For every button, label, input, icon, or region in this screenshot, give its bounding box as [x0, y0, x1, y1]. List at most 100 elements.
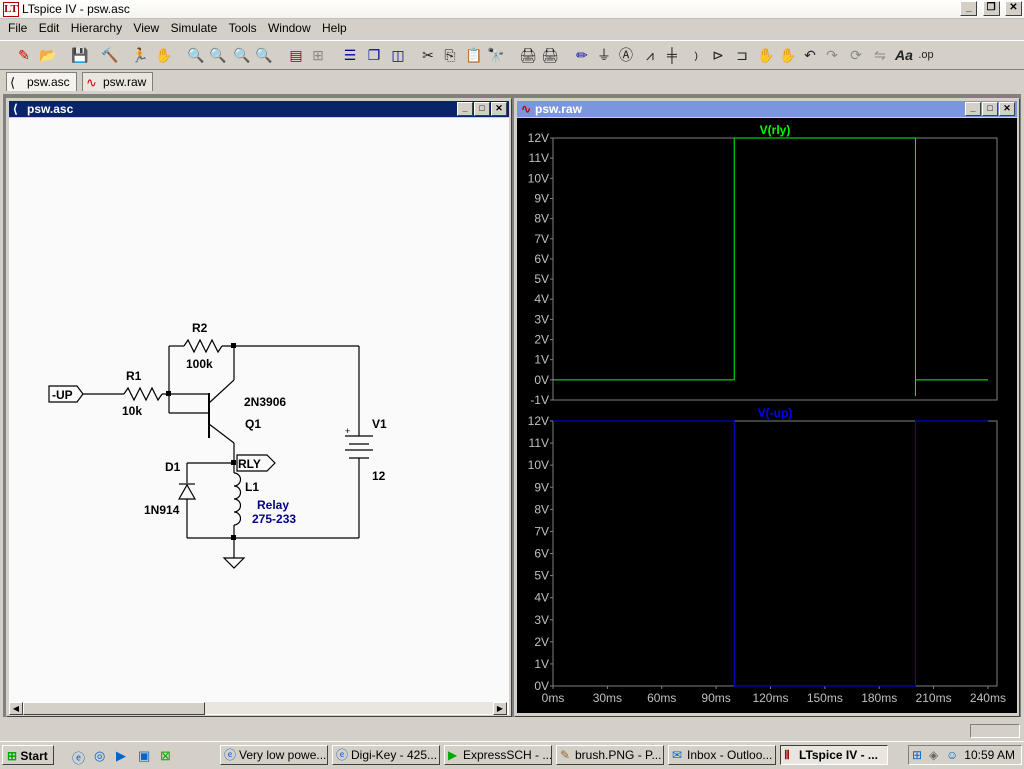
schematic-close-button[interactable]: ✕ — [491, 102, 507, 116]
halt-icon[interactable]: ✋ — [155, 47, 173, 63]
print-icon[interactable]: 🖨 — [541, 47, 559, 63]
menu-file[interactable]: File — [8, 21, 28, 35]
rotate-icon[interactable]: ⟳ — [850, 47, 862, 63]
schematic-scroll-thumb[interactable] — [23, 702, 205, 715]
undo-icon[interactable]: ↶ — [804, 47, 816, 63]
media-quicklaunch-icon[interactable]: ▶ — [116, 748, 126, 763]
ground-icon[interactable]: ⏚ — [597, 47, 611, 63]
grid-icon[interactable]: ⊞ — [312, 47, 324, 63]
r1-label: R1 — [126, 369, 142, 383]
schematic-hscrollbar[interactable]: ◀ ▶ — [9, 702, 507, 715]
y-tick-label: 12V — [528, 414, 549, 428]
task-button-4[interactable]: ✉Inbox - Outloo... — [668, 745, 776, 765]
waveform-canvas[interactable]: 12V11V10V9V8V7V6V5V4V3V2V1V0V-1VV(rly)12… — [517, 118, 1017, 713]
trace-line — [553, 420, 988, 687]
zoom-in-icon[interactable]: 🔍 — [187, 47, 205, 63]
resistor-icon[interactable]: ⩘ — [646, 47, 654, 63]
copy-icon[interactable]: ⎘ — [444, 47, 456, 63]
menu-window[interactable]: Window — [267, 21, 311, 35]
waveform-minimize-button[interactable]: _ — [965, 102, 981, 116]
task-button-3[interactable]: ✎brush.PNG - P... — [556, 745, 664, 765]
y-tick-label: 4V — [534, 591, 549, 605]
status-panel — [970, 724, 1020, 738]
waveform-maximize-button[interactable]: □ — [982, 102, 998, 116]
schematic-canvas[interactable]: R2 100k R1 10k 2N3906 Q1 V1 12 D1 1N914 … — [9, 118, 509, 715]
x-tick-label: 30ms — [593, 691, 622, 705]
save-icon[interactable]: 💾 — [71, 47, 89, 63]
start-button[interactable]: ⊞ Start — [2, 745, 54, 765]
mirror-icon[interactable]: ⇋ — [874, 47, 886, 63]
diode-icon[interactable]: ⊳ — [712, 47, 724, 63]
drag-icon[interactable]: ✋ — [779, 47, 797, 63]
zoom-fit-icon[interactable]: 🔍 — [209, 47, 227, 63]
excel-quicklaunch-icon[interactable]: ⊠ — [160, 748, 171, 763]
print-setup-icon[interactable]: 🖨 — [519, 47, 537, 63]
schematic-minimize-button[interactable]: _ — [457, 102, 473, 116]
cut-icon[interactable]: ✂ — [422, 47, 434, 63]
tile-horizontal-icon[interactable]: ☰ — [343, 47, 357, 63]
spice-directive-icon[interactable]: .op — [918, 49, 934, 61]
tile-vertical-icon[interactable]: ◫ — [391, 47, 405, 63]
zoom-out-icon[interactable]: 🔍 — [233, 47, 251, 63]
restore-button[interactable]: ❐ — [982, 1, 1000, 16]
schematic-window-titlebar[interactable]: ⟨psw.asc _□✕ — [9, 101, 509, 117]
plot-pane-1 — [552, 420, 998, 687]
y-tick-label: 4V — [534, 292, 549, 306]
run-icon[interactable]: 🏃 — [131, 47, 149, 63]
menu-simulate[interactable]: Simulate — [170, 21, 218, 35]
scroll-right-icon[interactable]: ▶ — [493, 702, 507, 715]
zoom-cancel-icon[interactable]: 🔍 — [255, 47, 273, 63]
menu-help[interactable]: Help — [321, 21, 347, 35]
y-tick-label: 7V — [534, 524, 549, 538]
y-tick-label: 6V — [534, 252, 549, 266]
y-tick-label: 1V — [534, 353, 549, 367]
inductor-icon[interactable]: ﹚ — [689, 47, 703, 63]
text-icon[interactable]: Aa — [895, 47, 913, 63]
waveform-window-titlebar[interactable]: ∿psw.raw _□✕ — [517, 101, 1017, 117]
volume-icon[interactable]: ◈ — [929, 748, 939, 762]
control-panel-icon[interactable]: 🔨 — [101, 47, 119, 63]
tab-psw-asc[interactable]: ⟨ psw.asc — [6, 72, 77, 91]
user-icon[interactable]: ☺ — [946, 748, 959, 762]
menu-hierarchy[interactable]: Hierarchy — [70, 21, 123, 35]
x-tick-label: 60ms — [647, 691, 676, 705]
menu-edit[interactable]: Edit — [38, 21, 60, 35]
label-net-icon[interactable]: Ⓐ — [619, 47, 633, 63]
schematic-window[interactable]: ⟨psw.asc _□✕ — [6, 98, 512, 717]
redo-icon[interactable]: ↷ — [826, 47, 838, 63]
close-button[interactable]: ✕ — [1005, 1, 1022, 16]
app-titlebar[interactable]: LT LTspice IV - psw.asc _ ❐ ✕ — [0, 0, 1024, 19]
scroll-left-icon[interactable]: ◀ — [9, 702, 23, 715]
minimize-button[interactable]: _ — [960, 1, 978, 16]
menu-view[interactable]: View — [133, 21, 160, 35]
capacitor-icon[interactable]: ╪ — [667, 47, 677, 63]
desktop-quicklaunch-icon[interactable]: ▣ — [138, 748, 151, 763]
new-schematic-icon[interactable]: ✎ — [18, 47, 30, 63]
ie-quicklaunch-icon[interactable]: ⓔ — [72, 751, 86, 766]
waveform-window-title: psw.raw — [535, 102, 582, 116]
outlook-quicklaunch-icon[interactable]: ◎ — [94, 748, 106, 763]
find-icon[interactable]: 🔭 — [487, 47, 505, 63]
autorange-icon[interactable]: ▤ — [289, 47, 303, 63]
task-button-2[interactable]: ▶ExpressSCH - ... — [444, 745, 552, 765]
y-tick-label: 0V — [534, 679, 549, 693]
x-tick-label: 120ms — [752, 691, 788, 705]
waveform-close-button[interactable]: ✕ — [999, 102, 1015, 116]
open-icon[interactable]: 📂 — [39, 47, 57, 63]
y-tick-label: 10V — [528, 458, 549, 472]
move-icon[interactable]: ✋ — [757, 47, 775, 63]
component-icon[interactable]: ⊐ — [736, 47, 748, 63]
menu-tools[interactable]: Tools — [228, 21, 257, 35]
paste-icon[interactable]: 📋 — [465, 47, 483, 63]
v1-value: 12 — [372, 469, 386, 483]
tab-psw-raw[interactable]: ∿ psw.raw — [82, 72, 154, 91]
ltspice-icon: Ⅱ — [784, 748, 790, 762]
network-icon[interactable]: ⊞ — [912, 748, 923, 762]
schematic-maximize-button[interactable]: □ — [474, 102, 490, 116]
draw-wire-icon[interactable]: ✏ — [576, 47, 588, 63]
cascade-icon[interactable]: ❐ — [367, 47, 381, 63]
